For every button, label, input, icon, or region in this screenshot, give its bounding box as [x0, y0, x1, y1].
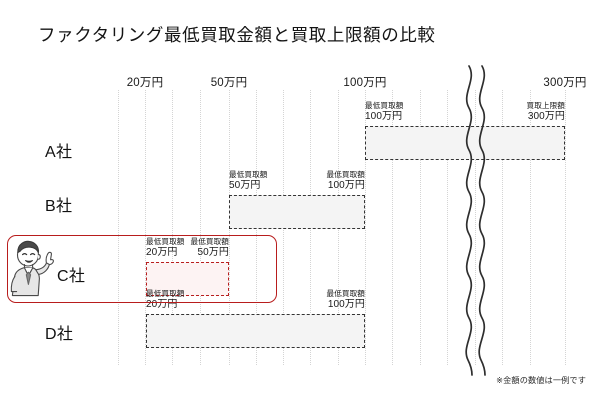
category-label-A社: A社 [45, 144, 73, 161]
annotation-title: 最低買取額 [326, 289, 365, 298]
bar-B社 [229, 195, 365, 229]
gridline [475, 90, 476, 365]
pointing-businessman-illustration [8, 238, 60, 300]
gridline [145, 90, 146, 365]
category-label-D社: D社 [45, 326, 74, 343]
axis-tick-label: 100万円 [343, 77, 387, 89]
annotation-value: 50万円 [229, 179, 261, 191]
gridline [200, 90, 201, 365]
annotation-title: 最低買取額 [146, 237, 185, 246]
axis-tick-label: 50万円 [210, 77, 248, 89]
category-label-B社: B社 [45, 198, 73, 215]
footnote-text: ※金額の数値は一例です [496, 376, 586, 385]
gridline [365, 90, 366, 365]
page-title: ファクタリング最低買取金額と買取上限額の比較 [38, 25, 436, 45]
annotation-value: 300万円 [527, 110, 565, 122]
annotation-title: 最低買取額 [229, 170, 268, 179]
gridline [118, 90, 119, 365]
annotation-title: 最低買取額 [190, 237, 229, 246]
bar-D社 [146, 314, 365, 348]
annotation-value: 100万円 [327, 179, 365, 191]
gridline [530, 90, 531, 365]
gridline [420, 90, 421, 365]
annotation-title: 買取上限額 [526, 101, 565, 110]
annotation-value: 50万円 [197, 246, 229, 258]
annotation-value: 20万円 [146, 246, 178, 258]
gridline [392, 90, 393, 365]
bar-A社 [365, 126, 565, 160]
gridline [502, 90, 503, 365]
gridline [565, 90, 566, 365]
annotation-title: 最低買取額 [146, 289, 185, 298]
annotation-value: 100万円 [365, 110, 403, 122]
bar-C社 [146, 262, 229, 296]
category-label-C社: C社 [57, 268, 86, 285]
annotation-title: 最低買取額 [326, 170, 365, 179]
annotation-title: 最低買取額 [365, 101, 404, 110]
axis-tick-label: 20万円 [126, 77, 164, 89]
gridline [172, 90, 173, 365]
annotation-value: 20万円 [146, 298, 178, 310]
annotation-value: 100万円 [327, 298, 365, 310]
gridline [447, 90, 448, 365]
axis-break-wave-icon [455, 64, 507, 379]
axis-tick-label: 300万円 [543, 77, 587, 89]
